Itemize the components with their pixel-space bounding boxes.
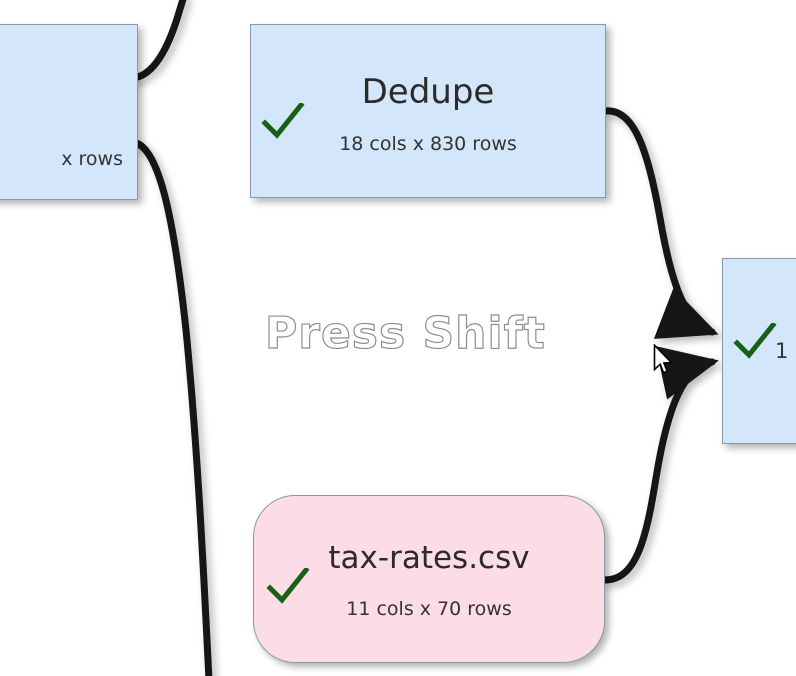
tax-rates-node-subtitle: 11 cols x 70 rows: [346, 598, 512, 620]
mouse-pointer-icon: [653, 343, 675, 378]
status-check-icon: [733, 323, 777, 363]
edge-tax-rates-to-downstream: [601, 346, 719, 584]
downstream-node[interactable]: 1: [722, 258, 796, 444]
downstream-node-subtitle: 1: [775, 338, 789, 363]
press-shift-hint: Press Shift: [264, 307, 546, 359]
edge-upstream-to-offscreen-top: [129, 0, 187, 82]
status-check-icon: [261, 103, 305, 143]
tax-rates-node[interactable]: tax-rates.csv 11 cols x 70 rows: [253, 495, 605, 663]
upstream-node[interactable]: x rows: [0, 24, 138, 200]
dedupe-node-title: Dedupe: [361, 71, 495, 112]
status-check-icon: [266, 568, 310, 608]
tax-rates-node-title: tax-rates.csv: [328, 540, 530, 576]
edge-dedupe-to-downstream: [602, 107, 719, 339]
dedupe-node-subtitle: 18 cols x 830 rows: [339, 132, 517, 155]
dedupe-node[interactable]: Dedupe 18 cols x 830 rows: [250, 24, 606, 198]
upstream-node-subtitle: x rows: [61, 148, 123, 170]
edge-upstream-to-offscreen-bottom: [129, 138, 213, 676]
